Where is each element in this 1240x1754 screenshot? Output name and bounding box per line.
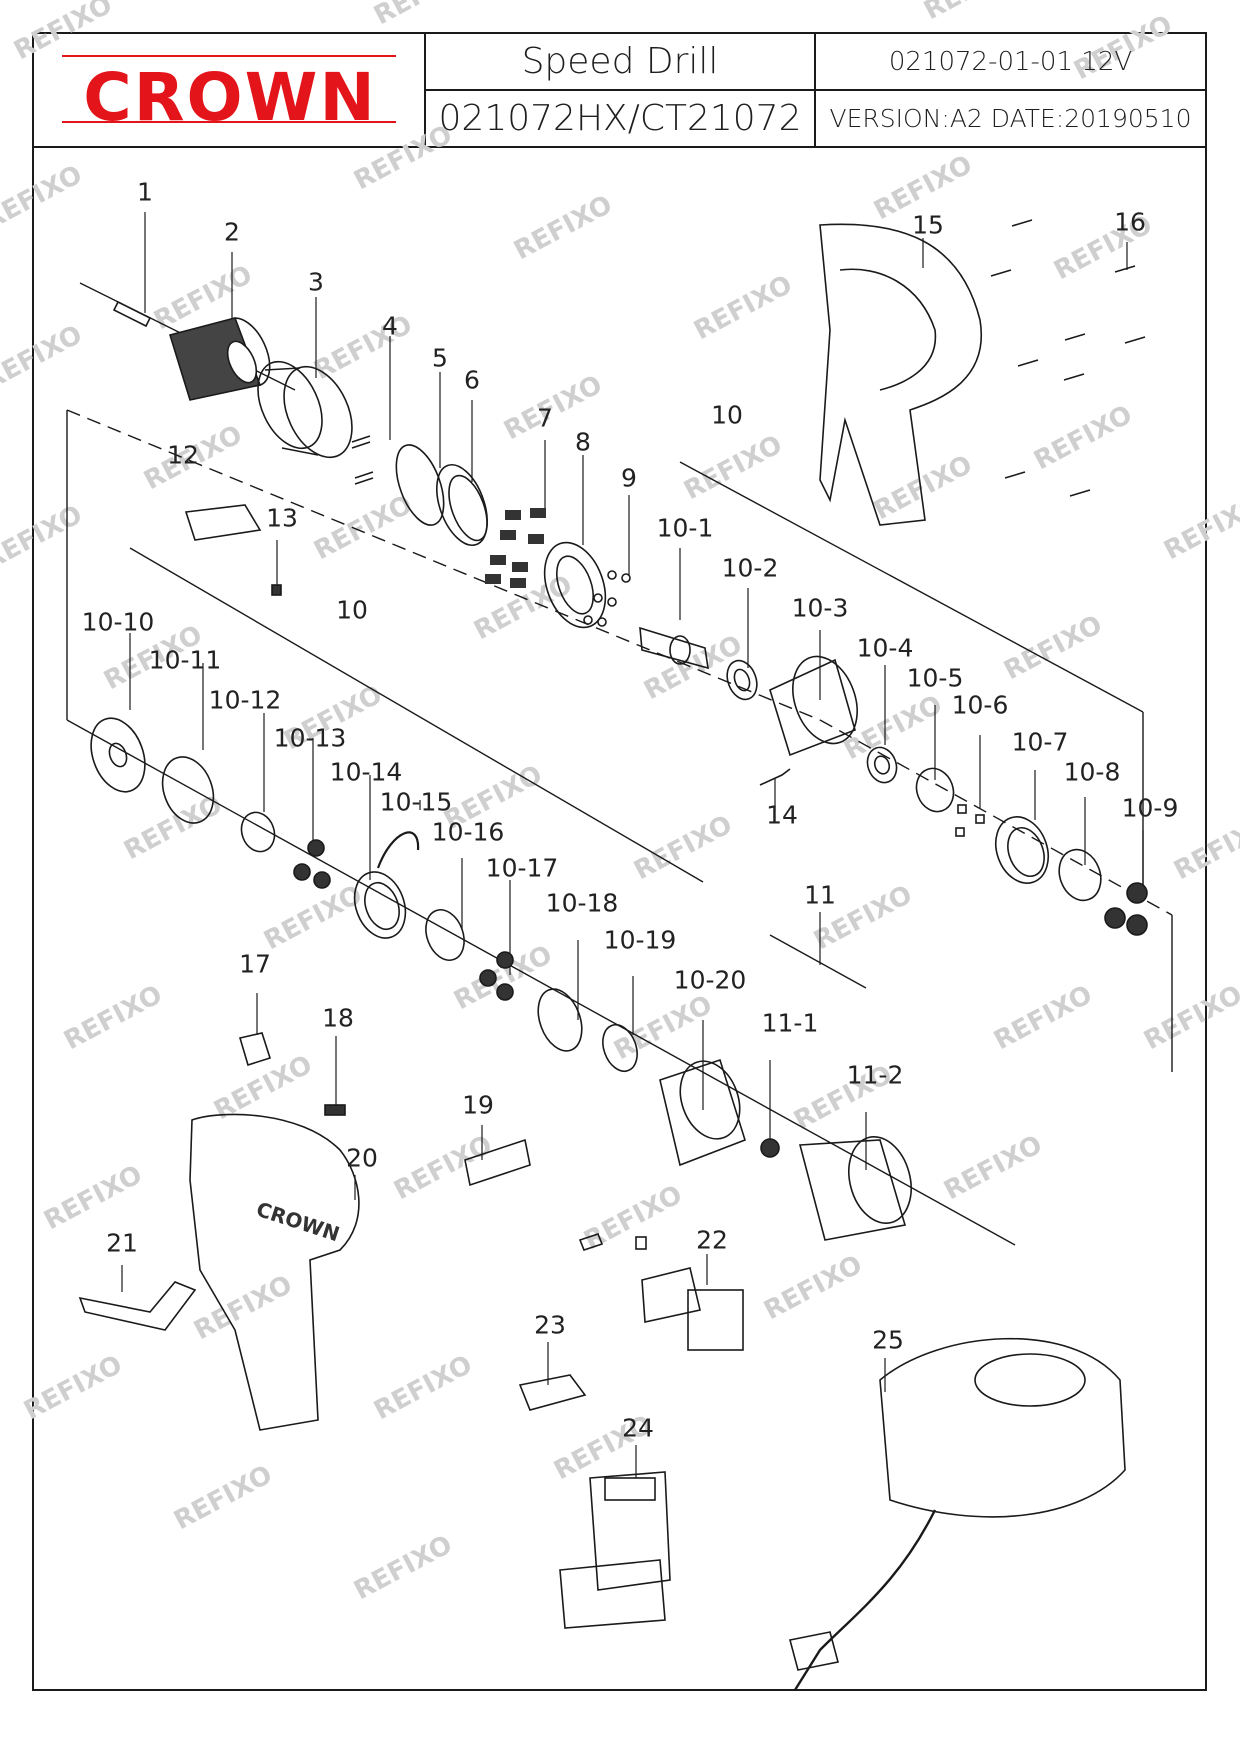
callout-10-16: 10-16 bbox=[431, 817, 505, 847]
refixo-watermark: REFIXO bbox=[919, 0, 1027, 26]
callout-10-11: 10-11 bbox=[148, 645, 222, 675]
callout-16: 16 bbox=[1114, 207, 1146, 237]
callout-10-6: 10-6 bbox=[951, 690, 1009, 720]
refixo-watermark: REFIXO bbox=[1169, 810, 1240, 886]
callout-10-14: 10-14 bbox=[329, 757, 403, 787]
callout-20: 20 bbox=[346, 1143, 378, 1173]
version-date: VERSION:A2 DATE:20190510 bbox=[829, 104, 1192, 133]
callout-6: 6 bbox=[464, 365, 480, 395]
crown-logo: CROWN bbox=[83, 59, 377, 136]
callout-11: 11 bbox=[804, 880, 836, 910]
refixo-watermark: REFIXO bbox=[509, 190, 617, 266]
callout-10-10: 10-10 bbox=[81, 607, 155, 637]
refixo-watermark: REFIXO bbox=[689, 270, 797, 346]
refixo-watermark: REFIXO bbox=[0, 500, 87, 576]
refixo-watermark: REFIXO bbox=[59, 980, 167, 1056]
parts: CROWN bbox=[78, 219, 1148, 1691]
refixo-watermark: REFIXO bbox=[869, 450, 977, 526]
model-number: 021072HX/CT21072 bbox=[438, 98, 802, 139]
refixo-watermark: REFIXO bbox=[369, 1350, 477, 1426]
refixo-watermark: REFIXO bbox=[189, 1270, 297, 1346]
callout-17: 17 bbox=[239, 949, 271, 979]
callout-10-18: 10-18 bbox=[545, 888, 619, 918]
callout-24: 24 bbox=[622, 1413, 654, 1443]
callout-10-8: 10-8 bbox=[1063, 757, 1121, 787]
callout-13: 13 bbox=[266, 503, 298, 533]
refixo-watermark: REFIXO bbox=[369, 0, 477, 31]
refixo-watermark: REFIXO bbox=[0, 160, 87, 236]
callout-10-12: 10-12 bbox=[208, 685, 282, 715]
tool-name: Speed Drill bbox=[521, 41, 719, 82]
callout-10-3: 10-3 bbox=[791, 593, 849, 623]
callout-4: 4 bbox=[382, 311, 398, 341]
refixo-watermark: REFIXO bbox=[999, 610, 1107, 686]
callout-10-4: 10-4 bbox=[856, 633, 914, 663]
refixo-watermark: REFIXO bbox=[39, 1160, 147, 1236]
callout-10-upper: 10 bbox=[711, 400, 743, 430]
title-block bbox=[32, 32, 1207, 1691]
refixo-watermark: REFIXO bbox=[639, 630, 747, 706]
refixo-watermark: REFIXO bbox=[389, 1130, 497, 1206]
refixo-watermark: REFIXO bbox=[259, 880, 367, 956]
callout-18: 18 bbox=[322, 1003, 354, 1033]
callout-8: 8 bbox=[575, 427, 591, 457]
callout-10-19: 10-19 bbox=[603, 925, 677, 955]
callout-3: 3 bbox=[308, 267, 324, 297]
callout-10-2: 10-2 bbox=[721, 553, 779, 583]
callout-22: 22 bbox=[696, 1225, 728, 1255]
callout-21: 21 bbox=[106, 1228, 138, 1258]
refixo-watermark: REFIXO bbox=[169, 1460, 277, 1536]
callout-11-1: 11-1 bbox=[761, 1008, 819, 1038]
callout-1: 1 bbox=[137, 177, 153, 207]
callout-10-15: 10-15 bbox=[379, 787, 453, 817]
refixo-watermark: REFIXO bbox=[309, 490, 417, 566]
callout-2: 2 bbox=[224, 217, 240, 247]
callout-14: 14 bbox=[766, 800, 798, 830]
callout-7: 7 bbox=[537, 403, 553, 433]
watermark-layer: REFIXO REFIXO REFIXO REFIXO REFIXO REFIXO REFI… bbox=[0, 0, 1240, 1606]
refixo-watermark: REFIXO bbox=[1139, 980, 1240, 1056]
callout-19: 19 bbox=[462, 1090, 494, 1120]
callout-9: 9 bbox=[621, 463, 637, 493]
refixo-watermark: REFIXO bbox=[349, 1530, 457, 1606]
refixo-watermark: REFIXO bbox=[579, 1180, 687, 1256]
callout-10-7: 10-7 bbox=[1011, 727, 1069, 757]
refixo-watermark: REFIXO bbox=[19, 1350, 127, 1426]
callout-15: 15 bbox=[912, 210, 944, 240]
callout-12: 12 bbox=[167, 440, 199, 470]
callout-10-9: 10-9 bbox=[1121, 793, 1179, 823]
callout-10-13: 10-13 bbox=[273, 723, 347, 753]
refixo-watermark: REFIXO bbox=[1159, 490, 1240, 566]
refixo-watermark: REFIXO bbox=[759, 1250, 867, 1326]
refixo-watermark: REFIXO bbox=[149, 260, 257, 336]
callout-5: 5 bbox=[432, 343, 448, 373]
refixo-watermark: REFIXO bbox=[0, 320, 87, 396]
logo-frame bbox=[62, 55, 396, 123]
refixo-watermark: REFIXO bbox=[449, 940, 557, 1016]
refixo-watermark: REFIXO bbox=[679, 430, 787, 506]
callout-10-lower: 10 bbox=[336, 595, 368, 625]
callout-10-5: 10-5 bbox=[906, 663, 964, 693]
refixo-watermark: REFIXO bbox=[119, 790, 227, 866]
callout-10-20: 10-20 bbox=[673, 965, 747, 995]
refixo-watermark: REFIXO bbox=[989, 980, 1097, 1056]
callout-25: 25 bbox=[872, 1325, 904, 1355]
callout-10-17: 10-17 bbox=[485, 853, 559, 883]
refixo-watermark: REFIXO bbox=[499, 370, 607, 446]
document-number: 021072-01-01 12V bbox=[888, 47, 1133, 77]
callout-11-2: 11-2 bbox=[846, 1060, 904, 1090]
assembly-lines bbox=[66, 282, 1173, 1246]
leader-lines bbox=[121, 212, 1144, 1478]
refixo-watermark: REFIXO bbox=[939, 1130, 1047, 1206]
callout-10-1: 10-1 bbox=[656, 513, 714, 543]
svg-text:CROWN: CROWN bbox=[253, 1197, 342, 1246]
refixo-watermark: REFIXO bbox=[1029, 400, 1137, 476]
callout-23: 23 bbox=[534, 1310, 566, 1340]
